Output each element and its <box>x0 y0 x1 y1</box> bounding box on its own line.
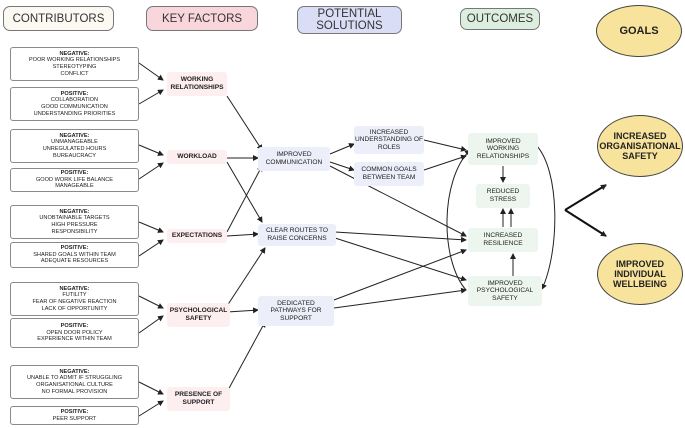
contributor-item: HIGH PRESSURE <box>51 222 98 228</box>
arrow-kf-psych-path <box>226 307 259 314</box>
contributor-item: SHARED GOALS WITHIN TEAM <box>33 251 116 258</box>
outcome-reduced-stress: REDUCED STRESS <box>476 184 530 208</box>
arrow-contrib-0 <box>138 62 164 81</box>
contributor-item: POOR WORKING RELATIONSHIPS <box>28 57 121 64</box>
solution-increased-understanding: INCREASED UNDERSTANDING OF ROLES <box>354 126 424 154</box>
outcome-improved-psychological-safety: IMPROVED PSYCHOLOGICAL SAFETY <box>468 276 542 306</box>
contributor-item: FUTILITY <box>62 292 87 299</box>
contributor-title: POSITIVE: <box>60 170 89 177</box>
arrow-comm-goals <box>329 161 355 172</box>
arrow-path-ips <box>333 287 467 309</box>
contributor-item: NO FORMAL PROVISION <box>41 388 108 395</box>
contributor-item: UNMANAGEABLE <box>51 139 98 146</box>
contributor-item: BUREAUCRACY <box>53 152 96 159</box>
outcome-increased-resilience: INCREASED RESILIENCE <box>468 228 538 252</box>
arrow-contrib-3 <box>138 162 164 180</box>
contributor-title: POSITIVE: <box>60 408 89 415</box>
arrow-goal-up <box>564 184 607 211</box>
arrow-curve-left <box>446 149 471 291</box>
contributor-item: COLLABORATION <box>50 97 99 104</box>
goal-improved-individual-wellbeing: IMPROVED INDIVIDUAL WELLBEING <box>597 243 683 305</box>
arrow-contrib-4 <box>138 221 164 233</box>
contributor-item: OPEN DOOR POLICY <box>46 329 103 336</box>
key-factor-presence-of-support: PRESENCE OF SUPPORT <box>167 387 230 411</box>
contributor-title: NEGATIVE: <box>59 132 90 139</box>
key-factors-header: KEY FACTORS <box>146 6 258 31</box>
contributor-item: UNOBTAINABLE TARGETS <box>39 215 110 222</box>
contributor-item: EXPERIENCE WITHIN TEAM <box>37 336 112 343</box>
contributor-item: GOOD COMMUNICATION <box>41 104 108 110</box>
contributor-item: FEAR OF NEGATIVE REACTION <box>32 299 117 305</box>
contributors-header: CONTRIBUTORS <box>3 6 114 31</box>
arrow-contrib-9 <box>138 400 164 417</box>
arrow-path-resilience <box>333 248 467 301</box>
contributor-item: ORGANISATIONAL CULTURE <box>36 382 113 388</box>
contributor-title: NEGATIVE: <box>59 208 90 215</box>
arrow-contrib-8 <box>138 381 164 395</box>
outcomes-header: OUTCOMES <box>460 8 540 30</box>
contributor-item: UNABLE TO ADMIT IF STRUGGLING <box>26 375 123 382</box>
contributor-item: CONFLICT <box>60 70 89 77</box>
contributor-item: UNDERSTANDING PRIORITIES <box>33 110 116 117</box>
arrow-kf-psych-routes <box>226 247 266 307</box>
arrow-routes-ips <box>334 237 467 282</box>
key-factor-working-relationships: WORKING RELATIONSHIPS <box>167 72 227 96</box>
contributor-item: STEREOTYPING <box>52 64 97 70</box>
contributor-item: RESPONSIBILITY <box>51 228 98 235</box>
contributor-title: POSITIVE: <box>60 245 89 252</box>
contributor-title: POSITIVE: <box>60 90 89 97</box>
arrow-contrib-2 <box>138 144 164 156</box>
arrow-kf-exp-routes <box>226 231 259 238</box>
arrow-contrib-6 <box>138 295 164 309</box>
solution-common-goals: COMMON GOALS BETWEEN TEAM <box>354 162 424 186</box>
goals-header: GOALS <box>596 5 682 57</box>
arrow-goal-down <box>564 209 607 237</box>
arrow-goals-iwr <box>423 154 467 171</box>
contributor-box-9: POSITIVE:PEER SUPPORT <box>10 406 139 425</box>
key-factor-workload: WORKLOAD <box>167 150 227 164</box>
arrow-comm-roles <box>329 143 355 155</box>
contributor-title: NEGATIVE: <box>59 50 90 57</box>
outcome-improved-working-relationships: IMPROVED WORKING RELATIONSHIPS <box>468 133 538 165</box>
key-factor-psychological-safety: PSYCHOLOGICAL SAFETY <box>167 303 230 327</box>
arrow-contrib-1 <box>138 89 164 105</box>
arrow-contrib-5 <box>138 239 164 257</box>
arrow-routes-resilience <box>334 231 467 243</box>
arrow-kf-workload-routes <box>226 161 263 223</box>
contributor-item: PEER SUPPORT <box>52 415 97 422</box>
arrow-contrib-7 <box>138 315 164 334</box>
contributor-item: LACK OF OPPORTUNITY <box>41 305 108 312</box>
arrow-kf-exp-comm <box>226 165 263 233</box>
contributor-item: ADEQUATE RESOURCES <box>40 258 109 265</box>
arrow-kf-wr-comm <box>226 95 263 151</box>
solution-improved-communication: IMPROVED COMMUNICATION <box>258 147 330 171</box>
contributor-item: GOOD WORK LIFE BALANCE <box>35 176 114 183</box>
arrow-curve-right <box>535 144 556 290</box>
contributor-title: NEGATIVE: <box>59 285 90 292</box>
key-factor-expectations: EXPECTATIONS <box>167 229 227 243</box>
arrow-kf-support-path <box>226 321 266 393</box>
contributor-title: NEGATIVE: <box>59 368 90 375</box>
contributor-item: UNREGULATED HOURS <box>42 146 107 152</box>
goal-increased-organisational-safety: INCREASED ORGANISATIONAL SAFETY <box>597 115 683 177</box>
solution-clear-routes: CLEAR ROUTES TO RAISE CONCERNS <box>258 224 336 246</box>
solution-dedicated-pathways: DEDICATED PATHWAYS FOR SUPPORT <box>258 296 334 326</box>
contributor-item: MANAGEABLE <box>55 183 94 190</box>
contributor-title: POSITIVE: <box>60 323 89 330</box>
potential-solutions-header: POTENTIAL SOLUTIONS <box>297 6 402 34</box>
arrow-comm-resilience <box>329 165 467 237</box>
arrow-roles-iwr <box>423 139 467 152</box>
